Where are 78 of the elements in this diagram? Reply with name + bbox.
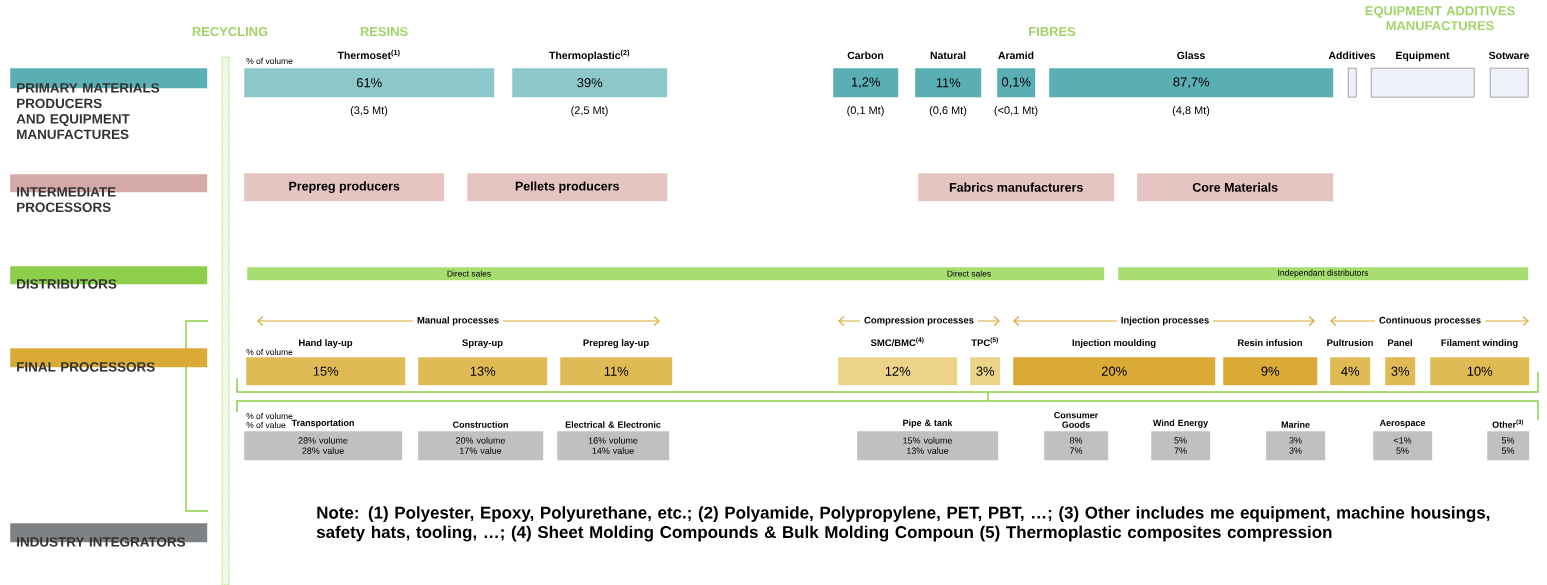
column-heading: Panel <box>1388 339 1412 347</box>
share-bar: 15% volume 13% value <box>857 431 999 461</box>
column-heading: Spray-up <box>462 339 503 348</box>
column-heading: Consumer Goods <box>1054 412 1099 428</box>
column-heading: Marine <box>1281 421 1310 428</box>
share-bar: 39% <box>512 68 668 98</box>
share-bar: 20% <box>1013 357 1216 386</box>
span-label: Injection processes <box>1116 315 1214 327</box>
share-bar: 15% <box>246 357 406 386</box>
share-bar: 10% <box>1430 357 1530 386</box>
footnote: Note: (1) Polyester, Epoxy, Polyurethane, etc.; (2) Polyamide, Polypropylene, PET, PBT, …; (3) Other includes me equipment, machine housings, safety hats, tooling, …; (4) Sheet Molding Compounds & Bulk Molding Compoun (5) Thermoplastic composites compression <box>316 506 1490 542</box>
column-heading: Natural <box>930 51 966 60</box>
tonnage-label: (<0,1 Mt) <box>994 106 1038 117</box>
column-heading: Injection moulding <box>1072 339 1156 348</box>
process-box: Fabrics manufacturers <box>918 173 1115 202</box>
share-bar: 8% 7% <box>1044 431 1109 461</box>
tonnage-label: (3,5 Mt) <box>350 106 388 117</box>
column-heading: Prepreg lay-up <box>583 339 649 348</box>
column-heading: Resin infusion <box>1238 339 1303 347</box>
share-bar: 12% <box>838 357 958 386</box>
column-heading: Pultrusion <box>1327 339 1373 347</box>
column-heading: Sotware <box>1488 51 1529 60</box>
share-bar: 11% <box>560 357 673 386</box>
share-bar: 0,1% <box>997 68 1036 98</box>
share-bar: 11% <box>915 68 982 98</box>
column-heading: TPC$^{(5)}$ <box>971 337 998 347</box>
node-label: PRODUCERS AND EQUIPMENT MANUFACTURES <box>16 98 130 140</box>
section-heading: RECYCLING <box>192 26 268 37</box>
category-band: INTERMEDIATE PROCESSORS <box>10 174 208 212</box>
column-heading: Thermoplastic$^{(2)}$ <box>549 49 630 62</box>
column-heading: Filament winding <box>1441 339 1518 348</box>
column-heading: Carbon <box>847 51 884 60</box>
share-bar: 3% <box>970 357 1001 386</box>
column-heading: Construction <box>453 421 508 428</box>
share-bar: 9% <box>1223 357 1318 386</box>
column-heading: Additives <box>1328 51 1376 60</box>
tonnage-label: (2,5 Mt) <box>571 106 608 117</box>
share-bar: 5% 7% <box>1151 431 1211 461</box>
process-box: Prepreg producers <box>244 173 445 202</box>
column-heading: Pipe & tank <box>903 419 953 428</box>
section-heading: RESINS <box>360 26 408 37</box>
tonnage-label: (4,8 Mt) <box>1172 106 1210 117</box>
column-heading: Electrical & Electronic <box>565 421 661 428</box>
column-heading: Equipment <box>1396 51 1450 62</box>
share-bar: 16% volume 14% value <box>557 431 670 461</box>
column-heading: Aerospace <box>1379 419 1426 428</box>
share-bar: 5% 5% <box>1487 431 1530 461</box>
share-bar: 13% <box>418 357 548 386</box>
column-heading: Thermoset$^{(1)}$ <box>337 49 400 60</box>
share-bar: 4% <box>1330 357 1371 386</box>
process-box: Core Materials <box>1137 173 1334 202</box>
tonnage-label: (0,6 Mt) <box>929 106 967 117</box>
column-heading: Other$^{(3)}$ <box>1492 419 1524 428</box>
share-bar: 61% <box>244 68 495 98</box>
span-label: Compression processes <box>860 315 978 327</box>
share-bar: 28% volume 28% value <box>244 431 403 461</box>
column-heading: Hand lay-up <box>299 339 353 348</box>
section-heading: FIBRES <box>1029 26 1076 37</box>
node-label: PROCESSORS <box>17 202 111 213</box>
column-heading: Glass <box>1177 51 1205 60</box>
share-bar: 20% volume 17% value <box>418 431 544 461</box>
channel-bar: Direct sales Direct sales <box>247 267 1105 281</box>
share-bar: 3% 3% <box>1266 431 1326 461</box>
share-bar: 3% <box>1385 357 1416 386</box>
column-heading: Transportation <box>291 419 354 428</box>
share-bar: 87,7% <box>1049 68 1334 98</box>
span-label: Manual processes <box>413 315 504 327</box>
share-bar: 1,2% <box>833 68 899 98</box>
span-label: Continuous processes <box>1375 315 1485 327</box>
unit-note: % of volume <box>246 412 293 420</box>
section-heading: EQUIPMENT ADDITIVES MANUFACTURES <box>1365 6 1515 31</box>
tonnage-label: (0,1 Mt) <box>847 106 884 117</box>
process-box: Pellets producers <box>467 173 668 202</box>
column-heading: SMC/BMC$^{(4)}$ <box>870 337 924 347</box>
column-heading: Aramid <box>998 51 1034 60</box>
channel-bar: Independant distributors <box>1118 267 1529 281</box>
column-heading: Wind Energy <box>1152 419 1209 428</box>
share-bar: <1% 5% <box>1373 431 1433 461</box>
